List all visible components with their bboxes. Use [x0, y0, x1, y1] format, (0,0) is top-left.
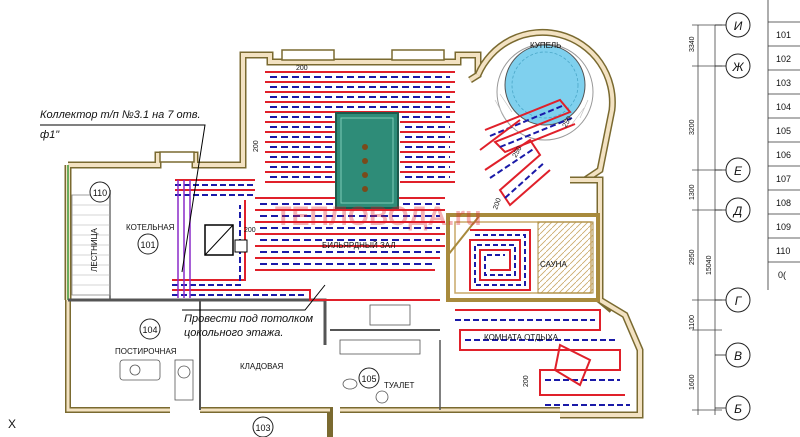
- room-105-number: 105: [361, 374, 376, 384]
- legend-row: 107: [776, 174, 791, 184]
- ceiling-note-line1: Провести под потолком: [184, 313, 313, 325]
- axis-letter-i: И: [734, 19, 743, 33]
- collector-note-line2: ф1": [40, 129, 60, 141]
- room-sauna-name: САУНА: [540, 260, 567, 269]
- pipe-label: 200: [523, 375, 530, 387]
- dimension-label: 3340: [689, 36, 696, 52]
- ceiling-note-line2: цокольного этажа.: [184, 327, 283, 339]
- room-laundry-name: ПОСТИРОЧНАЯ: [115, 347, 177, 356]
- leader-lines: [40, 124, 326, 311]
- legend-row: 109: [776, 222, 791, 232]
- legend-table-grid: [767, 0, 800, 290]
- dimension-label: 1100: [689, 315, 696, 330]
- legend-row: 108: [776, 198, 791, 208]
- room-rest-name: КОМНАТА ОТДЫХА: [484, 333, 559, 342]
- legend-row: 101: [776, 30, 791, 40]
- axis-circles: [725, 12, 751, 421]
- legend-row: 110: [776, 246, 790, 256]
- legend-row: 106: [776, 150, 791, 160]
- axis-letter-g: Г: [735, 294, 743, 308]
- axis-dimension-lines: [692, 24, 722, 415]
- axis-letter-d: Д: [732, 204, 743, 218]
- legend-row: 104: [776, 102, 791, 112]
- room-billiard-name: БИЛЬЯРДНЫЙ ЗАЛ: [322, 241, 396, 250]
- pipe-label: 250: [512, 145, 524, 159]
- pipe-label: 200: [253, 140, 260, 152]
- axis-letter-zh: Ж: [731, 60, 744, 74]
- axis-letter-v: В: [734, 349, 742, 363]
- exterior-walls: [64, 28, 644, 437]
- dimension-label: 2950: [689, 249, 696, 265]
- watermark: ТЕПЛОВОДА.ru: [275, 201, 482, 231]
- room-104-number: 104: [142, 325, 157, 335]
- axis-letter-e: Е: [734, 164, 743, 178]
- fixtures: [119, 304, 421, 404]
- room-101-number: 101: [140, 240, 155, 250]
- collector-note-line1: Коллектор т/п №3.1 на 7 отв.: [40, 109, 201, 121]
- heating-loops: [172, 71, 630, 406]
- pipe-label: 200: [492, 197, 503, 210]
- sauna-block: [446, 213, 600, 302]
- dimension-label: 1300: [689, 184, 696, 200]
- dimension-total: 15040: [706, 255, 713, 275]
- dimension-label: 1600: [689, 374, 696, 390]
- room-103-number: 103: [255, 423, 270, 433]
- room-boiler-name: КОТЕЛЬНАЯ: [126, 223, 175, 232]
- pipe-label: 200: [244, 227, 256, 234]
- room-storage-name: КЛАДОВАЯ: [240, 362, 284, 371]
- legend-row: 0(: [778, 270, 786, 280]
- dimension-label: 3200: [689, 119, 696, 135]
- legend-row: 105: [776, 126, 791, 136]
- legend-row: 103: [776, 78, 791, 88]
- axis-letter-b: Б: [734, 402, 742, 416]
- room-kupel-name: КУПЕЛЬ: [530, 41, 561, 50]
- billiard-table: [335, 112, 399, 209]
- room-toilet-name: ТУАЛЕТ: [384, 381, 415, 390]
- legend-row: 102: [776, 54, 791, 64]
- corner-mark: X: [8, 417, 16, 431]
- kupel-pool: [494, 43, 594, 141]
- room-110-number: 110: [93, 188, 107, 198]
- room-stairs-name: ЛЕСТНИЦА: [90, 227, 99, 271]
- collector-manifold: [204, 224, 248, 256]
- pipe-label: 250: [562, 115, 574, 129]
- pipe-label: 200: [296, 65, 308, 72]
